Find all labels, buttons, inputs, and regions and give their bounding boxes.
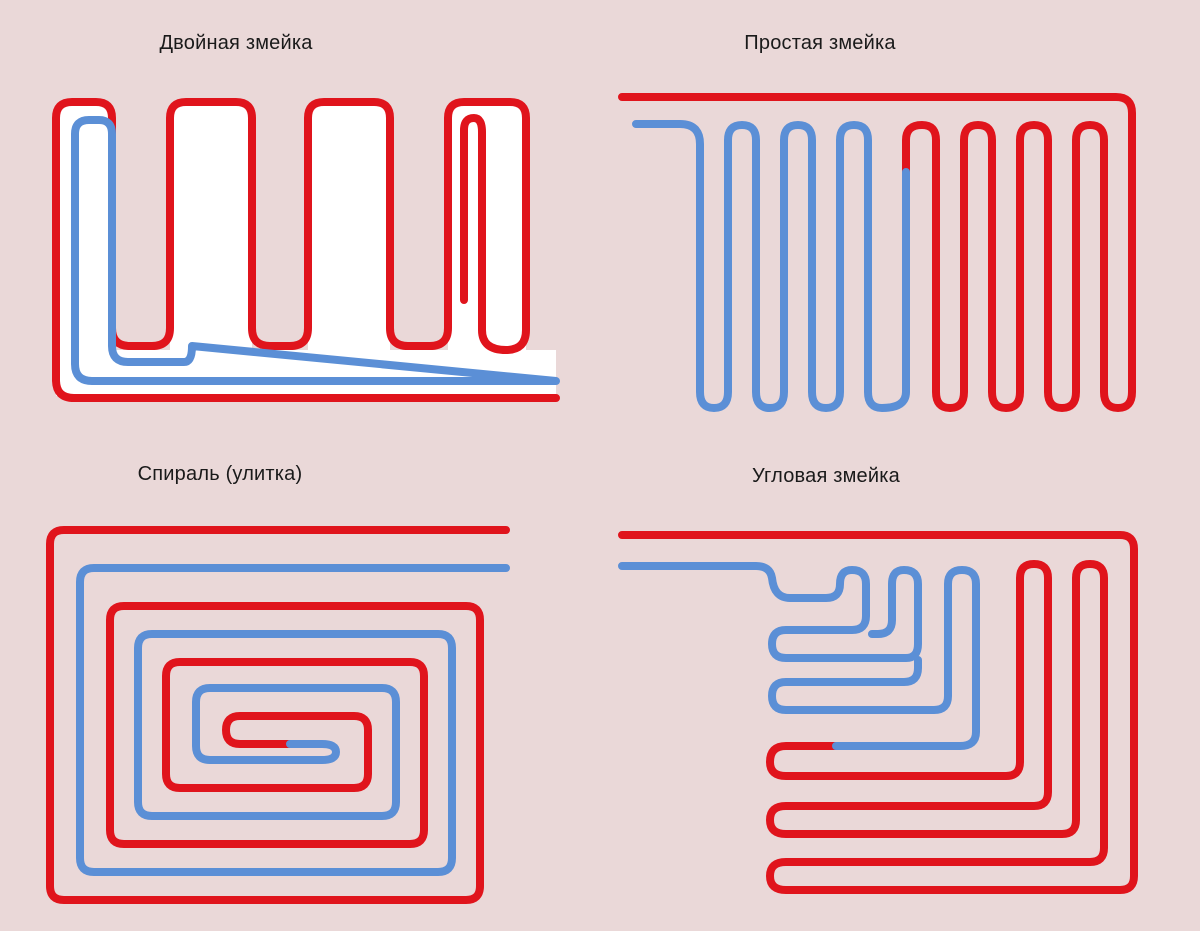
double-snake-return-pipe [71,116,560,385]
spiral-supply-pipe [46,526,510,904]
spiral-title: Спираль (улитка) [137,463,303,485]
spiral-panel [46,526,510,904]
double-snake-panel [52,98,560,402]
double-snake-title: Двойная змейка [159,32,313,54]
simple-snake-supply-pipe [618,93,1136,412]
spiral-return-pipe [76,564,510,876]
corner-snake-supply-pipe [618,531,1138,894]
corner-snake-panel [618,531,1138,894]
double-snake-heated-zone [56,100,556,396]
corner-snake-return-pipe [618,562,980,750]
simple-snake-title: Простая змейка [744,32,896,54]
corner-snake-title: Угловая змейка [752,465,900,487]
simple-snake-panel [618,93,1136,412]
simple-snake-return-pipe [632,120,910,412]
